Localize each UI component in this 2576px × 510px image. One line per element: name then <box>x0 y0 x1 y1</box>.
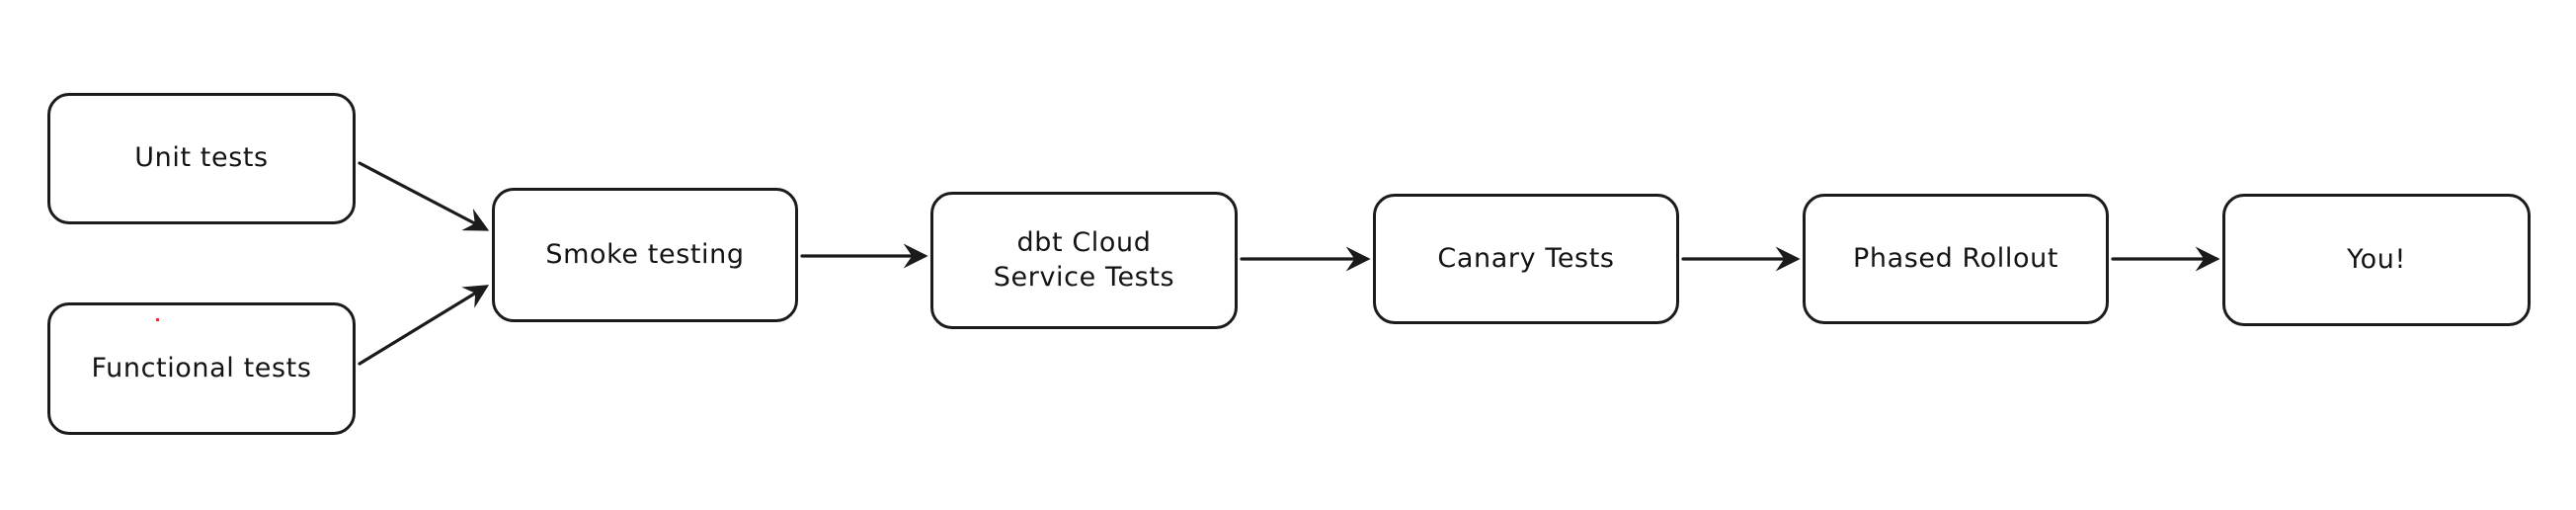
node-dbt-cloud-service-tests[interactable]: dbt Cloud Service Tests <box>930 192 1238 329</box>
edge-unit-tests-to-smoke-testing <box>358 161 490 231</box>
node-label-you: You! <box>2347 243 2406 275</box>
node-label-functional-tests: Functional tests <box>91 352 312 383</box>
node-functional-tests[interactable]: Functional tests <box>47 302 356 435</box>
node-label-unit-tests: Unit tests <box>134 142 269 174</box>
edge-functional-tests-to-smoke-testing <box>358 285 490 366</box>
node-label-dbt-cloud-service-tests: dbt Cloud Service Tests <box>993 226 1175 293</box>
node-canary-tests[interactable]: Canary Tests <box>1373 194 1679 324</box>
node-unit-tests[interactable]: Unit tests <box>47 93 356 224</box>
node-label-smoke-testing: Smoke testing <box>545 238 745 270</box>
artifact-red-speck <box>156 318 159 321</box>
node-smoke-testing[interactable]: Smoke testing <box>492 188 798 322</box>
node-label-phased-rollout: Phased Rollout <box>1852 242 2059 274</box>
node-you[interactable]: You! <box>2222 194 2531 326</box>
node-phased-rollout[interactable]: Phased Rollout <box>1803 194 2109 324</box>
node-label-canary-tests: Canary Tests <box>1437 242 1615 274</box>
